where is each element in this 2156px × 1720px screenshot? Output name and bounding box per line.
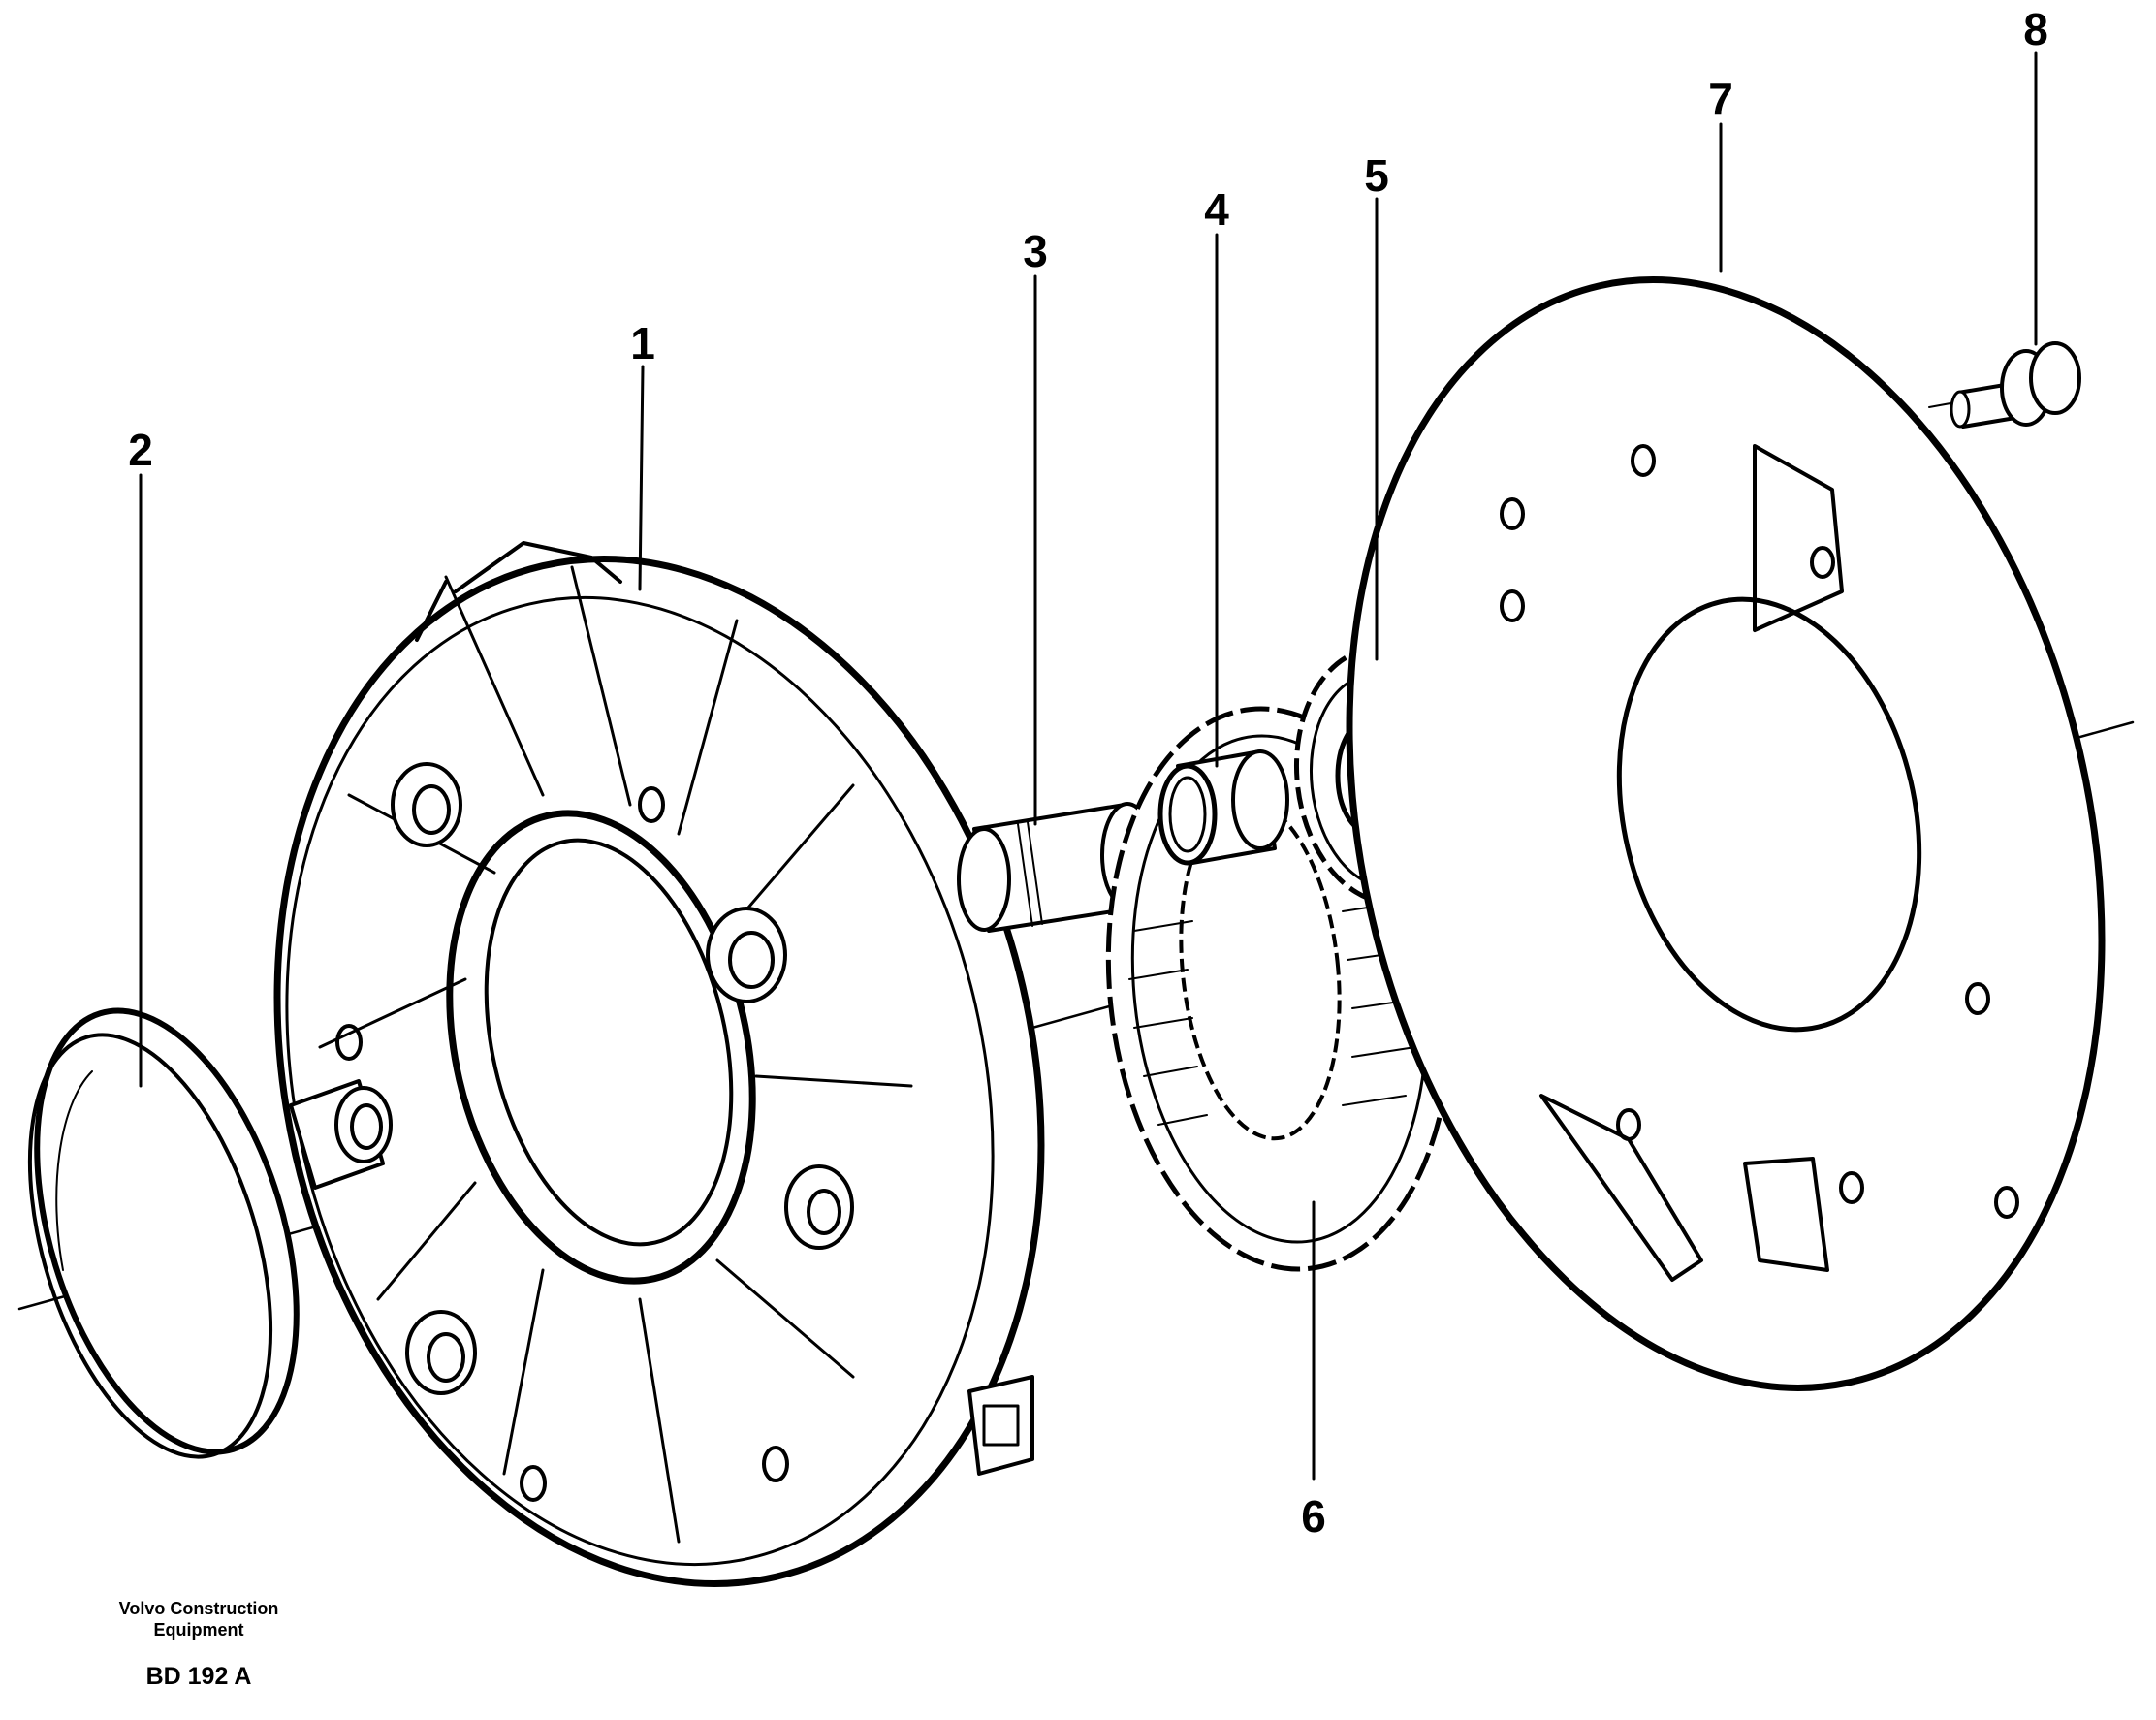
- pump-housing: [273, 541, 1045, 1587]
- callout-7: 7: [1708, 74, 1733, 124]
- callout-4: 4: [1204, 184, 1229, 235]
- callout-6: 6: [1301, 1491, 1326, 1542]
- manufacturer-caption-line-2: Equipment: [154, 1620, 244, 1640]
- leader-line-1: [638, 365, 645, 591]
- seal-ring: [27, 1007, 300, 1459]
- callout-8: 8: [2023, 4, 2048, 54]
- callout-3: 3: [1023, 226, 1048, 276]
- manufacturer-caption-line-1: Volvo Construction: [119, 1599, 279, 1618]
- callout-5: 5: [1364, 150, 1389, 201]
- pump-cover-plate: [1346, 276, 2106, 1391]
- leader-lines: [139, 51, 2038, 1481]
- callout-2: 2: [128, 425, 153, 475]
- callout-1: 1: [630, 318, 655, 368]
- needle-bearing: [1157, 749, 1289, 866]
- bolt: [1950, 341, 2081, 429]
- drawing-code: BD 192 A: [146, 1663, 252, 1690]
